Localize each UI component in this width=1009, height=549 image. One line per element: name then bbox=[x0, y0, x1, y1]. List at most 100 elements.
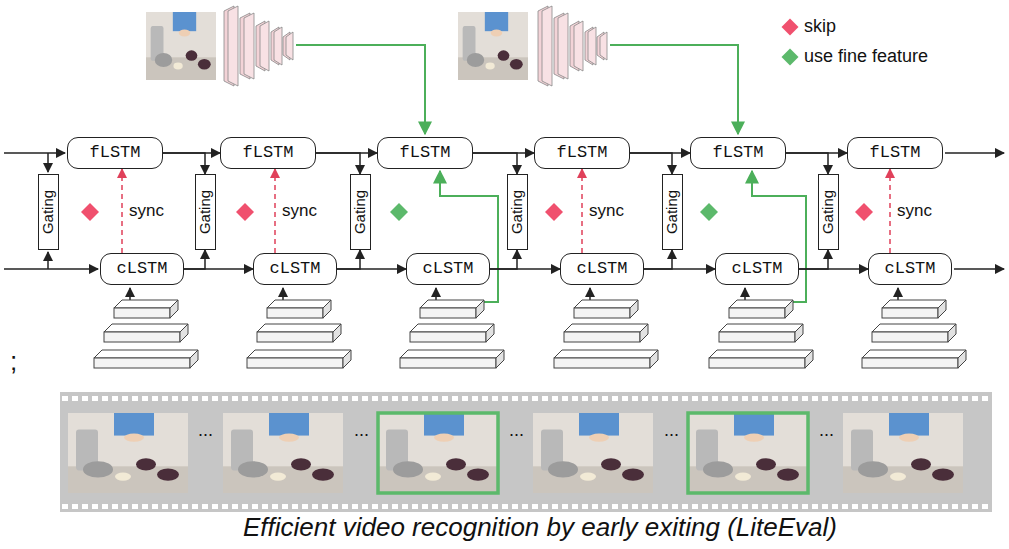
fine-lstm-box: fLSTM bbox=[534, 137, 630, 169]
gating-box: Gating bbox=[350, 174, 371, 250]
gating-label: Gating bbox=[819, 190, 836, 234]
coarse-lstm-box: cLSTM bbox=[715, 253, 799, 285]
fine-lstm-box: fLSTM bbox=[847, 137, 943, 169]
state-arrow bbox=[473, 153, 517, 174]
gating-box: Gating bbox=[818, 174, 839, 250]
lstm-label: cLSTM bbox=[269, 259, 320, 279]
legend-label: skip bbox=[804, 16, 836, 37]
lstm-label: fLSTM bbox=[89, 143, 140, 163]
edge-label: sync bbox=[589, 201, 624, 221]
decision-diamonds-part bbox=[390, 203, 408, 221]
state-arrow bbox=[644, 250, 672, 269]
gating-box: Gating bbox=[38, 174, 59, 250]
sync-arrow bbox=[121, 169, 123, 253]
state-arrow bbox=[184, 250, 205, 269]
coarse-feature-stacks bbox=[94, 300, 966, 368]
legend-entry: skip bbox=[782, 14, 1002, 40]
coarse-feature-stacks-part bbox=[400, 300, 504, 368]
lstm-label: cLSTM bbox=[884, 259, 935, 279]
film-strip-part bbox=[60, 392, 992, 512]
film-strip-part bbox=[60, 504, 992, 509]
decision-diamonds-part bbox=[700, 203, 718, 221]
lstm-label: cLSTM bbox=[116, 259, 167, 279]
film-strip-part bbox=[688, 413, 808, 493]
fine-lstm-box: fLSTM bbox=[377, 137, 473, 169]
coarse-lstm-box: cLSTM bbox=[560, 253, 644, 285]
lstm-label: fLSTM bbox=[242, 143, 293, 163]
film-strip-part bbox=[378, 413, 498, 493]
fine-feature-lines bbox=[296, 45, 806, 302]
state-lines-part bbox=[47, 153, 49, 172]
edge-label: sync bbox=[129, 201, 164, 221]
state-arrow bbox=[337, 250, 360, 269]
film-strip-part bbox=[688, 413, 808, 493]
state-arrow bbox=[786, 153, 828, 174]
state-lines-part bbox=[954, 268, 1004, 270]
decision-diamonds-part bbox=[236, 203, 254, 221]
legend-swatch bbox=[782, 49, 799, 66]
coarse-lstm-box: cLSTM bbox=[868, 253, 952, 285]
sync-arrow bbox=[581, 169, 583, 253]
input-thumbnails-part bbox=[224, 6, 293, 86]
ellipsis-mark: ... bbox=[664, 420, 679, 441]
ellipsis-mark: ... bbox=[819, 420, 834, 441]
ellipsis-mark: ... bbox=[354, 420, 369, 441]
legend-label: use fine feature bbox=[804, 46, 928, 67]
gating-label: Gating bbox=[351, 190, 368, 234]
edge-label: sync bbox=[282, 201, 317, 221]
state-lines-part bbox=[47, 252, 49, 269]
fine-feature-lines-part bbox=[610, 45, 738, 134]
lstm-label: cLSTM bbox=[422, 259, 473, 279]
state-arrow bbox=[799, 250, 828, 269]
coarse-feature-stacks-part bbox=[554, 300, 658, 368]
coarse-lstm-box: cLSTM bbox=[100, 253, 184, 285]
ellipsis-mark: ... bbox=[198, 420, 213, 441]
decision-diamonds-part bbox=[855, 203, 873, 221]
fine-lstm-box: fLSTM bbox=[220, 137, 316, 169]
state-arrow bbox=[630, 153, 672, 174]
film-strip-part bbox=[378, 413, 498, 493]
gating-label: Gating bbox=[508, 190, 525, 234]
gating-box: Gating bbox=[195, 174, 216, 250]
film-strip-part bbox=[223, 413, 343, 493]
coarse-lstm-box: cLSTM bbox=[406, 253, 490, 285]
punctuation-mark: ; bbox=[10, 346, 17, 377]
state-arrow bbox=[490, 250, 517, 269]
legend-entry: use fine feature bbox=[782, 44, 1002, 70]
lstm-label: cLSTM bbox=[731, 259, 782, 279]
film-strip bbox=[60, 392, 992, 512]
lstm-label: cLSTM bbox=[576, 259, 627, 279]
film-strip-part bbox=[68, 413, 188, 493]
decision-diamonds-part bbox=[81, 203, 99, 221]
gating-box: Gating bbox=[662, 174, 683, 250]
input-thumbnails-part bbox=[146, 12, 216, 80]
coarse-feature-stacks-part bbox=[247, 300, 351, 368]
lstm-label: fLSTM bbox=[712, 143, 763, 163]
fine-lstm-box: fLSTM bbox=[67, 137, 163, 169]
decision-diamonds-part bbox=[545, 203, 563, 221]
state-arrow bbox=[316, 153, 360, 174]
input-thumbnails-part bbox=[538, 6, 607, 86]
gating-box: Gating bbox=[507, 174, 528, 250]
coarse-feature-stacks-part bbox=[94, 300, 198, 368]
state-lines-part bbox=[4, 268, 98, 270]
fine-feature-lines-part bbox=[296, 45, 425, 134]
lstm-label: fLSTM bbox=[399, 143, 450, 163]
input-thumbnails-part bbox=[458, 12, 528, 80]
gating-label: Gating bbox=[39, 190, 56, 234]
sync-arrow bbox=[274, 169, 276, 253]
fine-lstm-box: fLSTM bbox=[690, 137, 786, 169]
film-strip-part bbox=[60, 396, 992, 401]
state-lines-part bbox=[945, 152, 1004, 154]
film-strip-part bbox=[533, 413, 653, 493]
lstm-label: fLSTM bbox=[869, 143, 920, 163]
film-strip-part bbox=[843, 413, 963, 493]
gating-label: Gating bbox=[663, 190, 680, 234]
lstm-label: fLSTM bbox=[556, 143, 607, 163]
state-lines bbox=[4, 153, 1004, 302]
coarse-feature-stacks-part bbox=[709, 300, 813, 368]
state-arrow bbox=[163, 153, 205, 174]
edge-label: sync bbox=[897, 201, 932, 221]
